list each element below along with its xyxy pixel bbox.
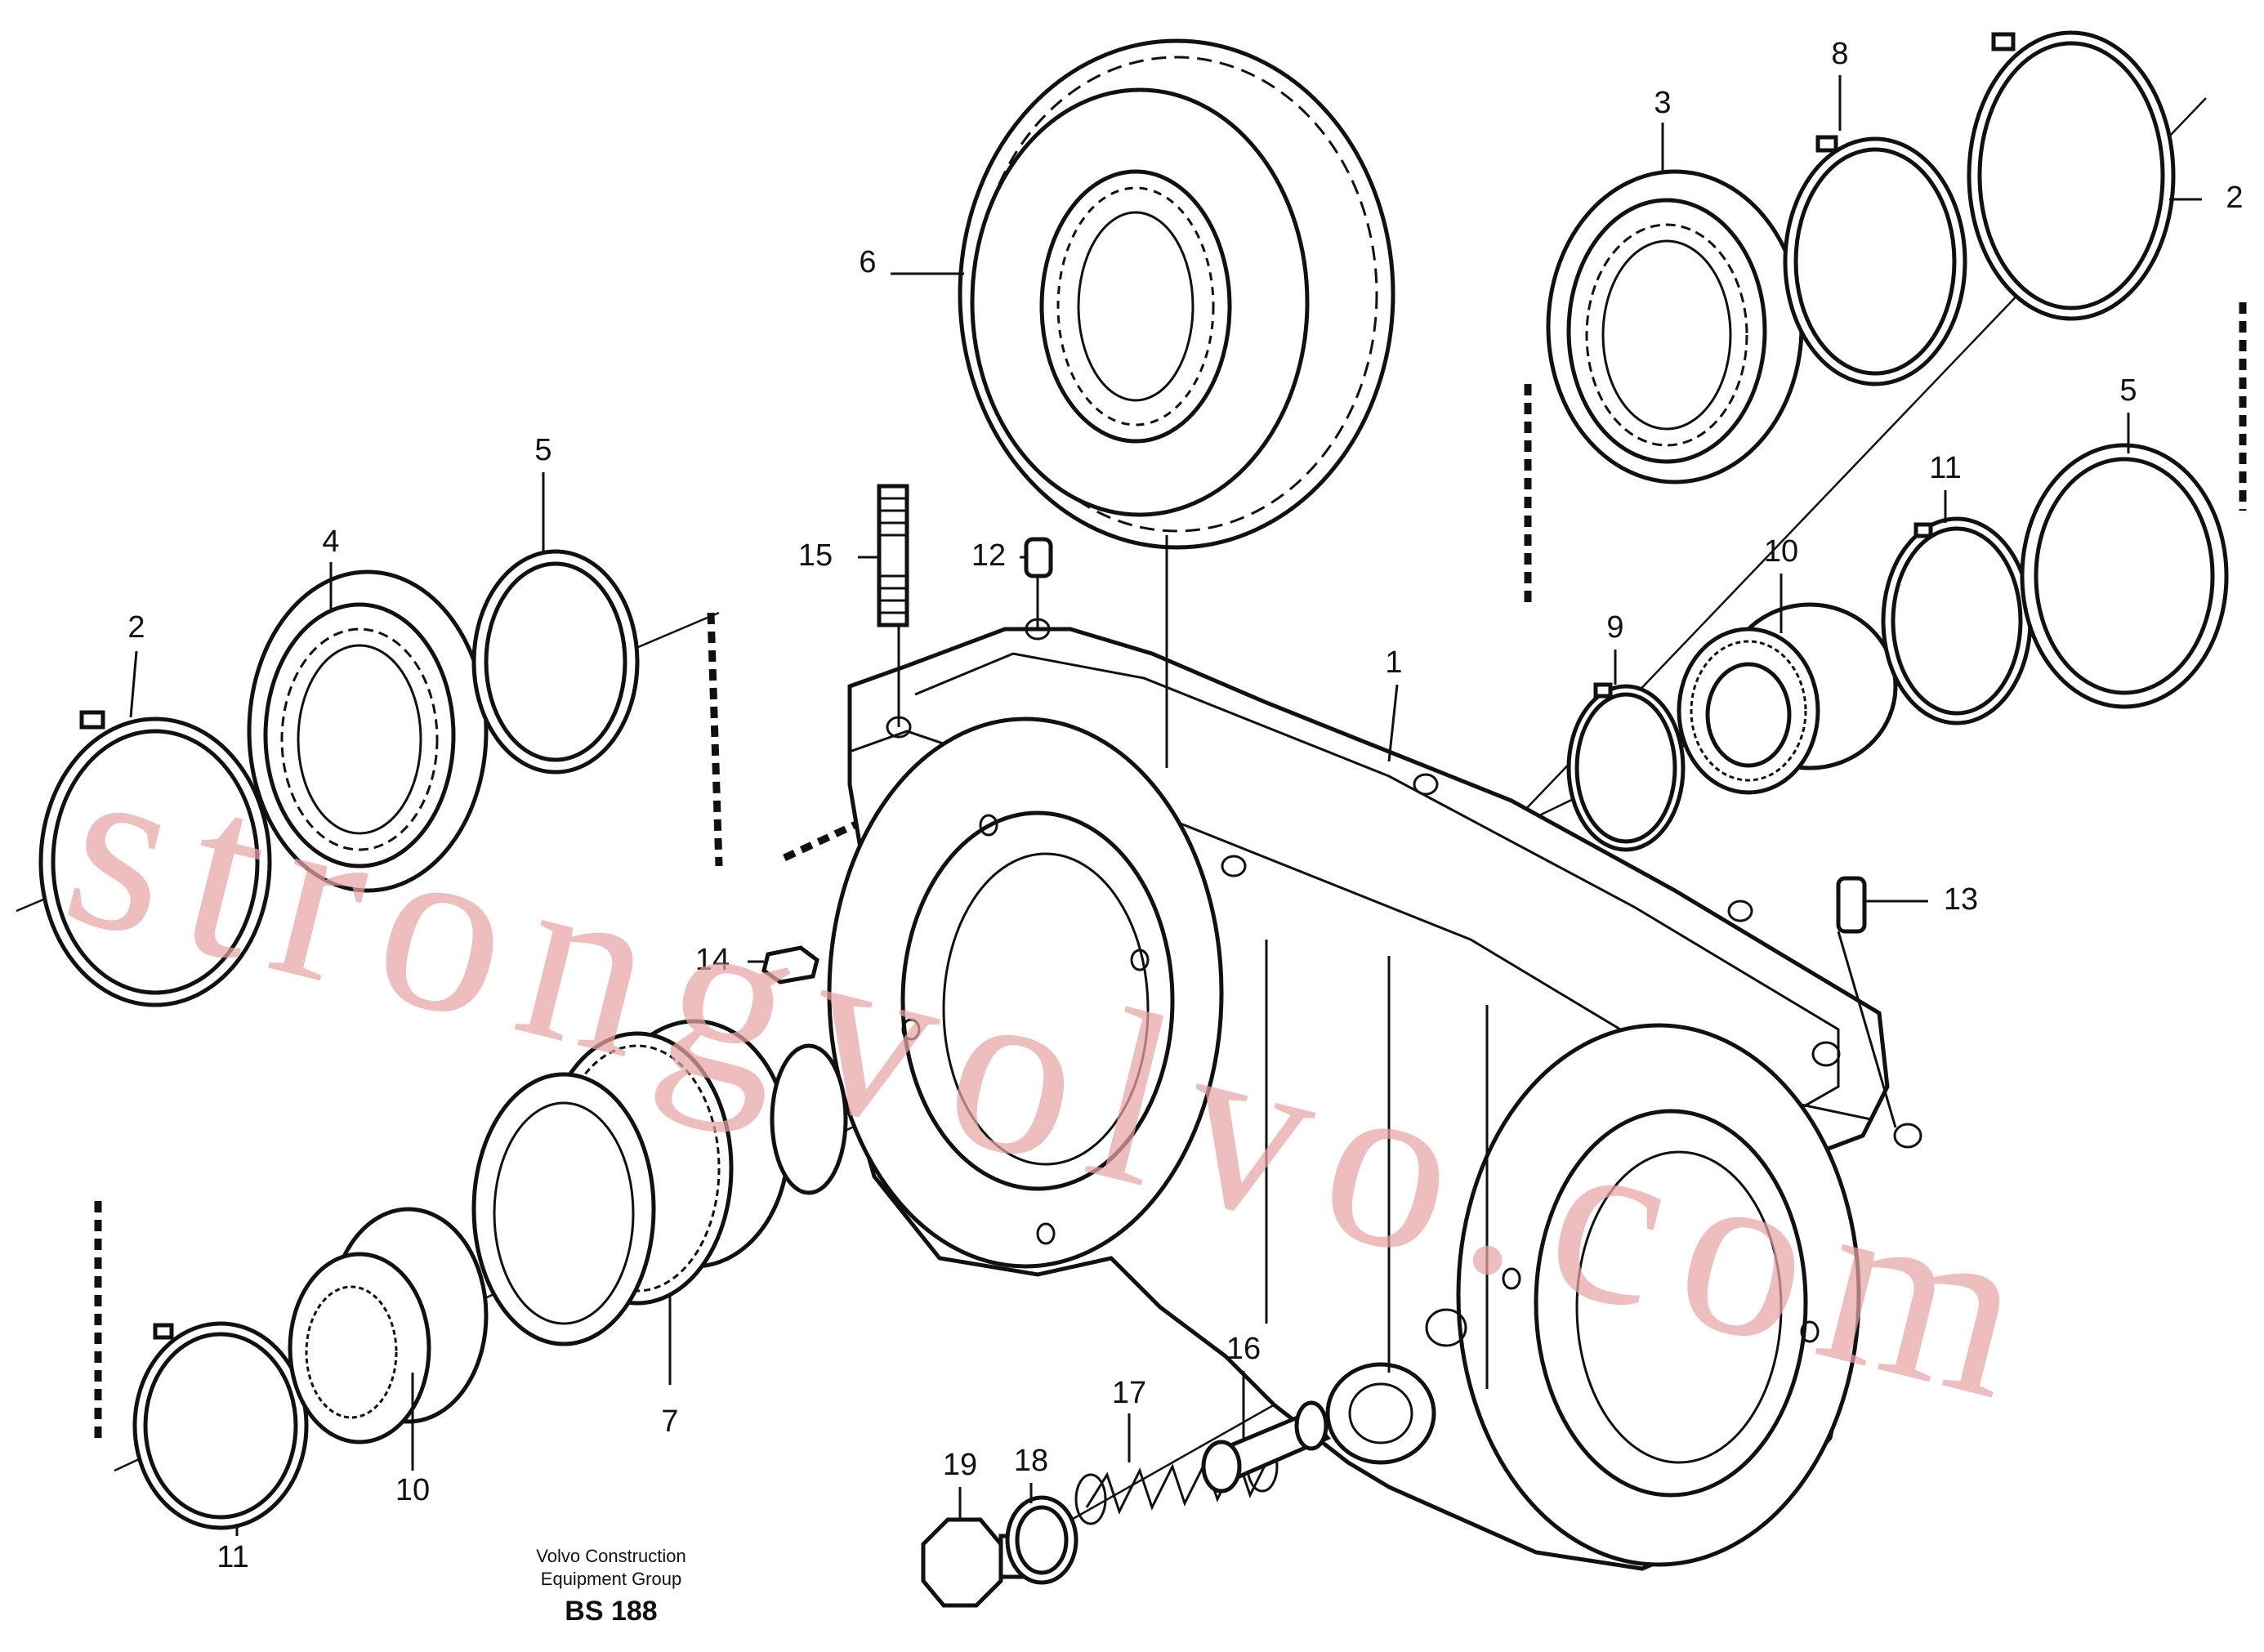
ring-5-right	[2020, 443, 2229, 709]
snap-ring-8	[1783, 135, 1967, 386]
caption-line-2: Equipment Group	[541, 1569, 681, 1589]
gear-10-left	[288, 1207, 489, 1444]
label-2-left: 2	[127, 610, 145, 645]
part-labels: 1 2 2 3 4 5 5 6 7 8 9 10 10 11 11 12 13 …	[127, 37, 2243, 1574]
pin-12	[1024, 537, 1053, 578]
label-15: 15	[798, 538, 833, 573]
gear-10-right	[1677, 602, 1898, 795]
caption-code: BS 188	[565, 1596, 657, 1627]
gear-7	[471, 1019, 848, 1346]
label-11-right: 11	[1929, 451, 1961, 485]
gear-6	[958, 38, 1395, 550]
label-12: 12	[971, 538, 1006, 573]
snap-ring-11-right	[1881, 516, 2033, 726]
label-6: 6	[859, 245, 876, 279]
label-17: 17	[1112, 1376, 1146, 1410]
bearing-4	[247, 569, 489, 893]
bearing-3	[1546, 169, 1804, 484]
label-19: 19	[943, 1448, 977, 1482]
pin-13	[1836, 876, 1867, 934]
caption-line-1: Volvo Construction	[536, 1546, 685, 1566]
ring-5-left	[471, 549, 640, 775]
label-1: 1	[1385, 645, 1402, 680]
snap-ring-2-right	[1967, 30, 2176, 321]
snap-ring-9	[1566, 682, 1686, 852]
label-5-right: 5	[2119, 373, 2137, 408]
label-5-left: 5	[534, 433, 551, 467]
label-13: 13	[1944, 882, 1978, 917]
caption: Volvo Construction Equipment Group BS 18…	[536, 1546, 685, 1627]
label-4: 4	[322, 525, 339, 559]
label-16: 16	[1226, 1332, 1261, 1366]
label-2-right: 2	[2226, 181, 2243, 215]
housing-1	[827, 618, 1922, 1571]
leader-lines	[129, 75, 2202, 1536]
label-10-right: 10	[1764, 534, 1798, 569]
nut-14	[761, 945, 819, 985]
label-11-left: 11	[217, 1540, 248, 1574]
snap-ring-11-left	[132, 1321, 309, 1530]
label-18: 18	[1014, 1444, 1048, 1478]
snap-ring-2-left	[38, 710, 272, 1007]
label-3: 3	[1654, 86, 1671, 120]
label-10-left: 10	[395, 1473, 430, 1507]
label-7: 7	[661, 1404, 678, 1439]
washer-18	[1005, 1495, 1078, 1585]
label-8: 8	[1831, 37, 1848, 71]
piston-16	[1201, 1400, 1332, 1493]
stud-15	[877, 484, 909, 627]
label-9: 9	[1606, 610, 1623, 645]
label-14: 14	[695, 943, 730, 977]
